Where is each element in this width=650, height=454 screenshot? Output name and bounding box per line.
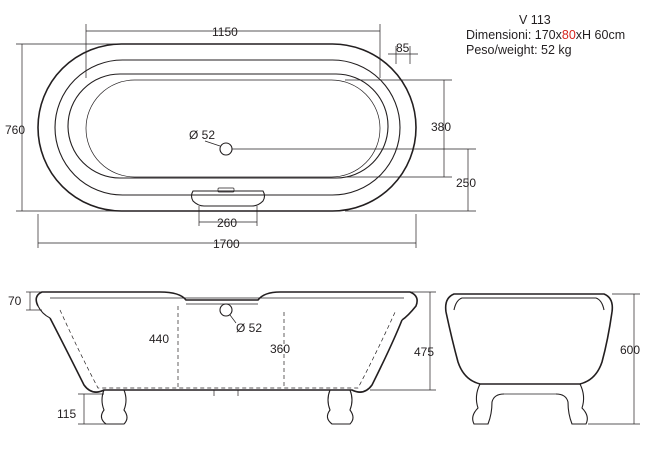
model-code: V 113 xyxy=(519,13,551,27)
dimensions-label: Dimensioni: xyxy=(466,28,535,42)
side-view: Ø 52 70 440 360 475 115 xyxy=(8,291,436,425)
basin-outline xyxy=(67,73,389,179)
top-drain xyxy=(219,142,233,156)
dim-total-height: 600 xyxy=(620,343,640,357)
end-foot-left xyxy=(472,383,505,425)
dim-rim-height: 70 xyxy=(8,294,22,308)
side-drain-label: Ø 52 xyxy=(236,321,262,335)
dim-inner-width: 380 xyxy=(431,120,451,134)
weight-line: Peso/weight: 52 kg xyxy=(466,43,572,57)
dim-handle: 260 xyxy=(217,216,237,230)
side-drain-leader xyxy=(229,314,237,324)
basin-bottom xyxy=(85,79,381,178)
outer-rim xyxy=(37,43,417,212)
dim-width: 760 xyxy=(5,123,25,137)
dimensions-line: Dimensioni: 170x80xH 60cm xyxy=(466,28,625,43)
dim-foot: 115 xyxy=(57,407,76,421)
overflow-handle xyxy=(190,190,266,207)
dim-drain-offset: 250 xyxy=(456,176,476,190)
spec-box: V 113 Dimensioni: 170x80xH 60cm Peso/wei… xyxy=(466,13,625,58)
dim-depth-center: 360 xyxy=(270,342,290,356)
overflow-top xyxy=(217,187,235,193)
dim-total-length: 1700 xyxy=(213,237,240,251)
dim-inner-length: 1150 xyxy=(212,25,238,39)
side-rim-left-end xyxy=(37,305,51,319)
end-rim-inner xyxy=(453,297,605,311)
top-view: Ø 52 1150 85 760 380 250 260 xyxy=(5,24,476,251)
dim-height: 475 xyxy=(414,345,434,359)
end-body xyxy=(445,311,613,385)
foot-left xyxy=(100,389,128,425)
end-rim xyxy=(444,293,614,313)
inner-rim xyxy=(54,59,401,196)
end-view: 600 xyxy=(444,293,640,425)
dimensions-width: 80 xyxy=(561,28,576,42)
side-drain xyxy=(219,303,233,317)
dim-rim: 85 xyxy=(396,41,410,55)
end-foot-right xyxy=(555,383,588,425)
dimensions-height: xH 60cm xyxy=(575,28,626,42)
foot-right xyxy=(326,389,354,425)
top-drain-label: Ø 52 xyxy=(189,128,215,142)
side-body xyxy=(49,317,403,393)
dim-inner-depth: 440 xyxy=(149,332,169,346)
drain-leader xyxy=(204,140,221,147)
dimensions-length: 170x xyxy=(534,28,562,42)
side-basin-hidden xyxy=(59,309,397,389)
